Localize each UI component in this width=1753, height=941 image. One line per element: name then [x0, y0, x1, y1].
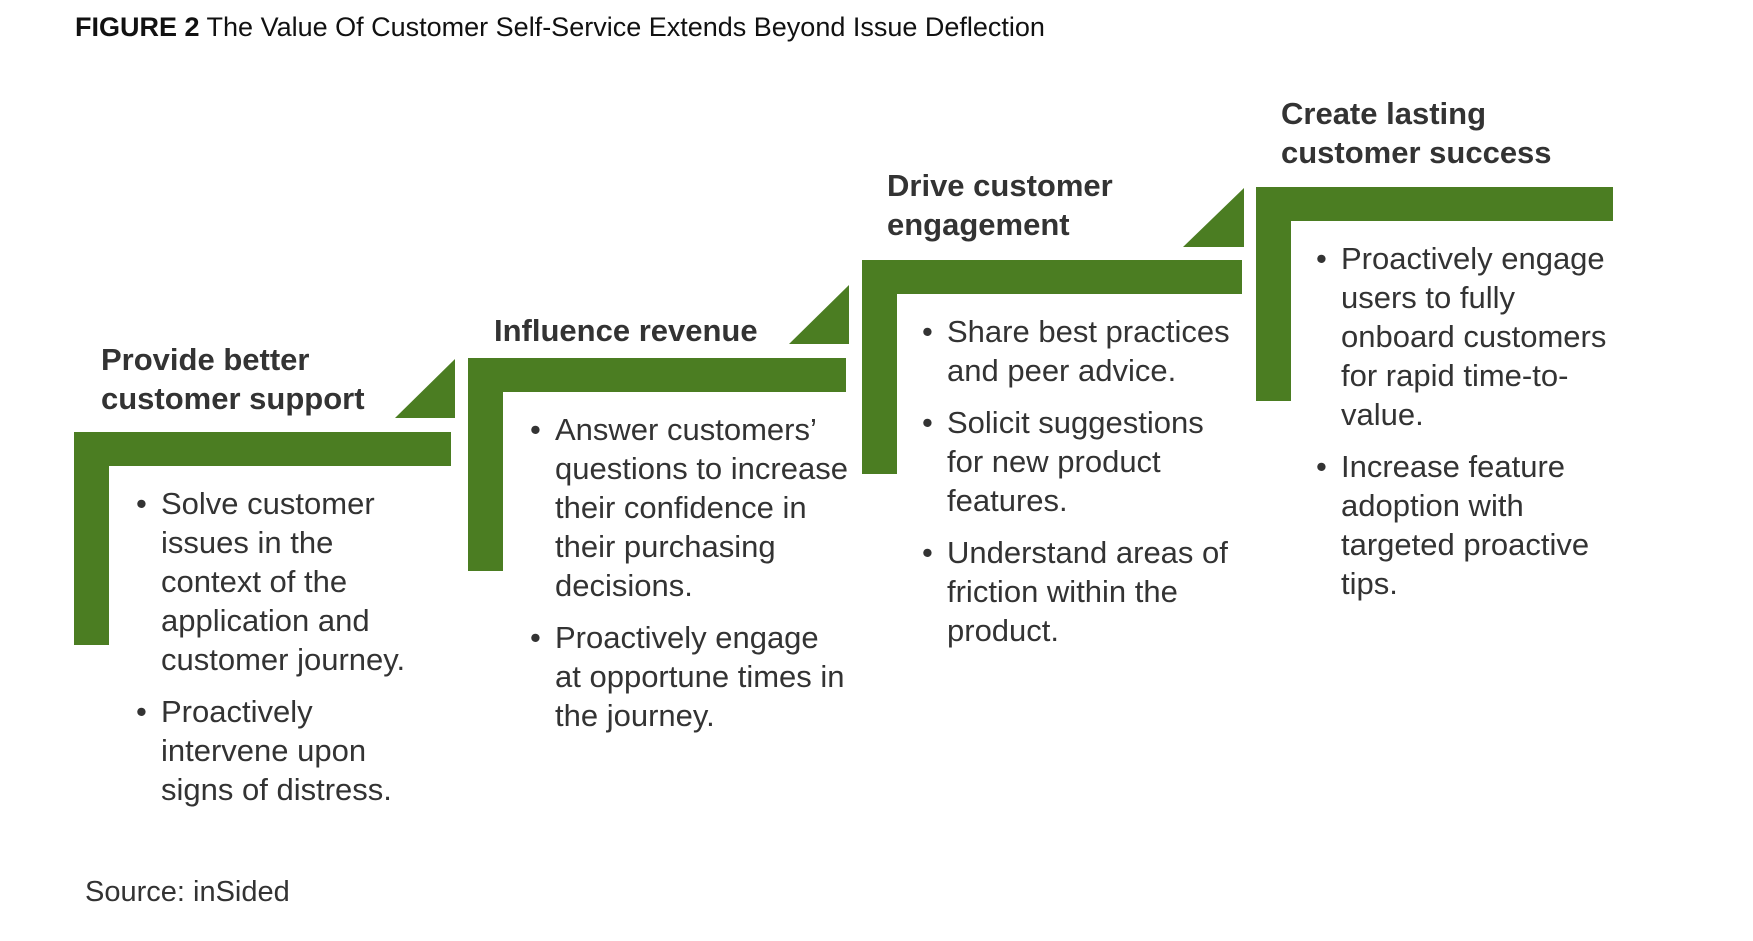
step-4-leg [1256, 187, 1291, 401]
figure-caption: The Value Of Customer Self-Service Exten… [206, 12, 1045, 42]
step-1-arrow [395, 359, 455, 418]
step-3-title: Drive customer engagement [887, 166, 1113, 244]
step-1-bullets: Solve customer issues in the context of … [136, 484, 436, 822]
step-4-bullets: Proactively engage users to fully onboar… [1316, 239, 1616, 616]
source-note: Source: inSided [85, 876, 290, 908]
step-2-bullet-1: Answer customers’ questions to increase … [530, 410, 848, 605]
step-3-leg [862, 260, 897, 474]
step-3-bullet-1: Share best practices and peer advice. [922, 312, 1247, 390]
step-4-bullet-2: Increase feature adoption with targeted … [1316, 447, 1616, 603]
step-1-shape [74, 359, 455, 645]
step-2-leg [468, 358, 503, 571]
step-3-title-line-2: engagement [887, 207, 1070, 242]
step-2-title-line-1: Influence revenue [494, 313, 758, 348]
step-3-arrow [1183, 188, 1244, 247]
step-4-title-line-2: customer success [1281, 135, 1552, 170]
step-1-leg [74, 432, 109, 645]
step-1-title: Provide better customer support [101, 340, 365, 418]
step-1-title-line-2: customer support [101, 381, 365, 416]
step-2-shape [468, 285, 849, 571]
figure-label: FIGURE 2 [75, 12, 200, 42]
step-1-title-line-1: Provide better [101, 342, 310, 377]
step-3-bullets: Share best practices and peer advice. So… [922, 312, 1247, 663]
step-2-bullets: Answer customers’ questions to increase … [530, 410, 848, 748]
step-4-bullet-1: Proactively engage users to fully onboar… [1316, 239, 1616, 434]
step-2-bullet-2: Proactively engage at opportune times in… [530, 618, 848, 735]
step-4-title: Create lasting customer success [1281, 94, 1552, 172]
step-3-bar [862, 260, 1242, 294]
step-1-bullet-2: Proactively intervene upon signs of dist… [136, 692, 436, 809]
step-3-shape [862, 188, 1244, 474]
figure-title: FIGURE 2 The Value Of Customer Self-Serv… [75, 12, 1045, 43]
step-2-arrow [789, 285, 849, 344]
step-4-bar [1256, 187, 1613, 221]
step-3-bullet-2: Solicit suggestions for new product feat… [922, 403, 1247, 520]
step-3-bullet-3: Understand areas of friction within the … [922, 533, 1247, 650]
step-2-title: Influence revenue [494, 311, 758, 350]
step-4-title-line-1: Create lasting [1281, 96, 1487, 131]
step-3-title-line-1: Drive customer [887, 168, 1113, 203]
step-2-bar [468, 358, 846, 392]
step-1-bar [74, 432, 451, 466]
step-4-shape [1256, 187, 1613, 401]
step-1-bullet-1: Solve customer issues in the context of … [136, 484, 436, 679]
